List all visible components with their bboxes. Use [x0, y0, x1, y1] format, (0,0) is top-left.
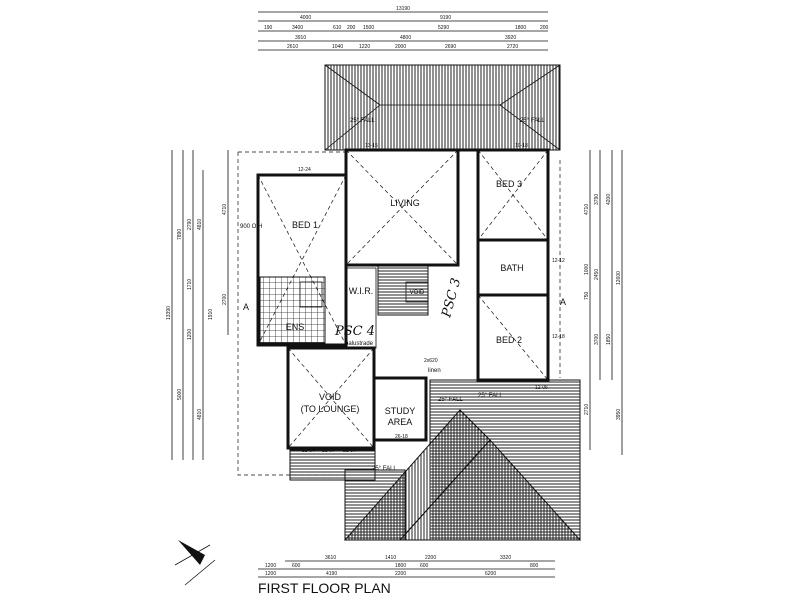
dim-label: 6200 — [485, 571, 496, 577]
dim-label: 2690 — [445, 44, 456, 50]
room-living: LIVING — [390, 198, 420, 208]
dim-label: 1850 — [606, 334, 612, 345]
fall-label: 25° FALL — [478, 393, 503, 399]
window-label: 10-18 — [515, 143, 528, 149]
dim-top-total: 13190 — [396, 6, 410, 12]
room-study: STUDY — [385, 406, 416, 416]
dim-label: 4000 — [300, 15, 311, 21]
dim-label: 1800 — [515, 25, 526, 31]
dim-label: 5290 — [438, 25, 449, 31]
roof-bottom: 25° FALL 25° FALL 25° FALL — [289, 379, 582, 541]
left-dimensions: 13390 7890 5000 4810 2790 1710 1200 2700… — [166, 150, 229, 460]
room-study-sub: AREA — [388, 417, 413, 427]
room-ens: ENS — [286, 322, 305, 332]
dim-label: 4200 — [606, 194, 612, 205]
dim-label: 4800 — [400, 35, 411, 41]
room-void-lounge-sub: (TO LOUNGE) — [301, 404, 360, 414]
window-label: 12-18 — [552, 334, 565, 340]
oh-label: 900 O/H — [240, 224, 262, 230]
roof-top: 25° FALL 25° FALL — [324, 64, 561, 151]
dim-label: 2720 — [507, 44, 518, 50]
room-wir: W.I.R. — [349, 286, 374, 296]
dim-label: 3950 — [616, 409, 622, 420]
dim-label: 4710 — [584, 204, 590, 215]
dim-label: 1000 — [584, 264, 590, 275]
dim-label: 9190 — [440, 15, 451, 21]
dim-label: 1040 — [332, 44, 343, 50]
dim-label: 1200 — [265, 563, 276, 569]
dim-label: 2610 — [287, 44, 298, 50]
dim-label: 200 — [540, 25, 549, 31]
dim-label: 3400 — [292, 25, 303, 31]
dim-label: 7890 — [177, 229, 183, 240]
dim-label: 1800 — [395, 563, 406, 569]
dim-label: 610 — [333, 25, 342, 31]
window-label: 13-15 — [365, 143, 378, 149]
window-label: 2x620 — [424, 358, 438, 364]
walls — [256, 148, 550, 450]
dim-label: 1410 — [385, 555, 396, 561]
plan-title: FIRST FLOOR PLAN — [258, 580, 391, 596]
dim-label: 3790 — [594, 194, 600, 205]
window-label: 21-04 — [343, 448, 356, 454]
dim-label: 2450 — [594, 269, 600, 280]
balustrade-label: balustrade — [345, 341, 374, 347]
window-label: 21-04 — [302, 448, 315, 454]
section-marker-a: A — [560, 297, 566, 307]
dim-label: 3910 — [295, 35, 306, 41]
room-bed2: BED 2 — [496, 335, 522, 345]
room-linen: linen — [428, 368, 441, 374]
dim-label: 3700 — [594, 334, 600, 345]
dim-label: 2710 — [584, 404, 590, 415]
dim-label: 4810 — [197, 219, 203, 230]
dim-label: 4710 — [222, 204, 228, 215]
dim-label: 2000 — [395, 44, 406, 50]
room-bed3: BED 3 — [496, 179, 522, 189]
dim-label: 1710 — [187, 279, 193, 290]
dim-label: 200 — [347, 25, 356, 31]
handwritten-psc3: PSC 3 — [439, 277, 464, 321]
dim-label: 12600 — [616, 271, 622, 285]
window-label: 12-24 — [298, 167, 311, 173]
section-marker-a: A — [243, 302, 249, 312]
dim-label: 2200 — [425, 555, 436, 561]
room-void-lounge: VOID — [319, 392, 342, 402]
room-bath: BATH — [500, 263, 523, 273]
dim-label: 800 — [530, 563, 539, 569]
dim-label: 1200 — [187, 329, 193, 340]
dim-label: 2700 — [222, 294, 228, 305]
handwritten-psc4: PSC 4 — [334, 324, 375, 339]
fall-label: 25° FALL — [350, 118, 375, 124]
dim-label: 750 — [584, 291, 590, 300]
top-dimensions: 13190 4000 9190 190 3400 610 200 1500 52… — [258, 6, 549, 51]
room-bed1: BED 1 — [292, 220, 318, 230]
dim-label: 3320 — [500, 555, 511, 561]
fall-label: 25° FALL — [372, 466, 397, 472]
window-label: 12-12 — [552, 258, 565, 264]
dim-label: 4810 — [197, 409, 203, 420]
room-void: VOID — [410, 290, 425, 296]
dim-label: 3920 — [505, 35, 516, 41]
dim-label: 600 — [420, 563, 429, 569]
window-label: 21-04 — [322, 448, 335, 454]
dim-label: 600 — [292, 563, 301, 569]
dim-label: 2790 — [187, 219, 193, 230]
right-dimensions: 4710 3790 4200 1000 750 2450 3700 1850 1… — [584, 150, 623, 455]
north-arrow-icon — [174, 540, 216, 586]
dim-label: 1910 — [208, 309, 214, 320]
dim-label: 3610 — [325, 555, 336, 561]
dim-label: 4190 — [326, 571, 337, 577]
dim-label: 1200 — [265, 571, 276, 577]
dim-label: 1220 — [359, 44, 370, 50]
fall-label: 25° FALL — [438, 397, 463, 403]
window-label: 12-06 — [535, 385, 548, 391]
dim-label: 1500 — [363, 25, 374, 31]
dim-label: 190 — [264, 25, 273, 31]
window-label: 26-18 — [395, 434, 408, 440]
dim-label: 2200 — [395, 571, 406, 577]
fall-label: 25° FALL — [520, 118, 545, 124]
bottom-dimensions: 3610 1410 2200 3320 1200 600 1800 600 80… — [258, 555, 555, 578]
dim-label: 13390 — [166, 306, 172, 320]
dim-label: 5000 — [177, 389, 183, 400]
